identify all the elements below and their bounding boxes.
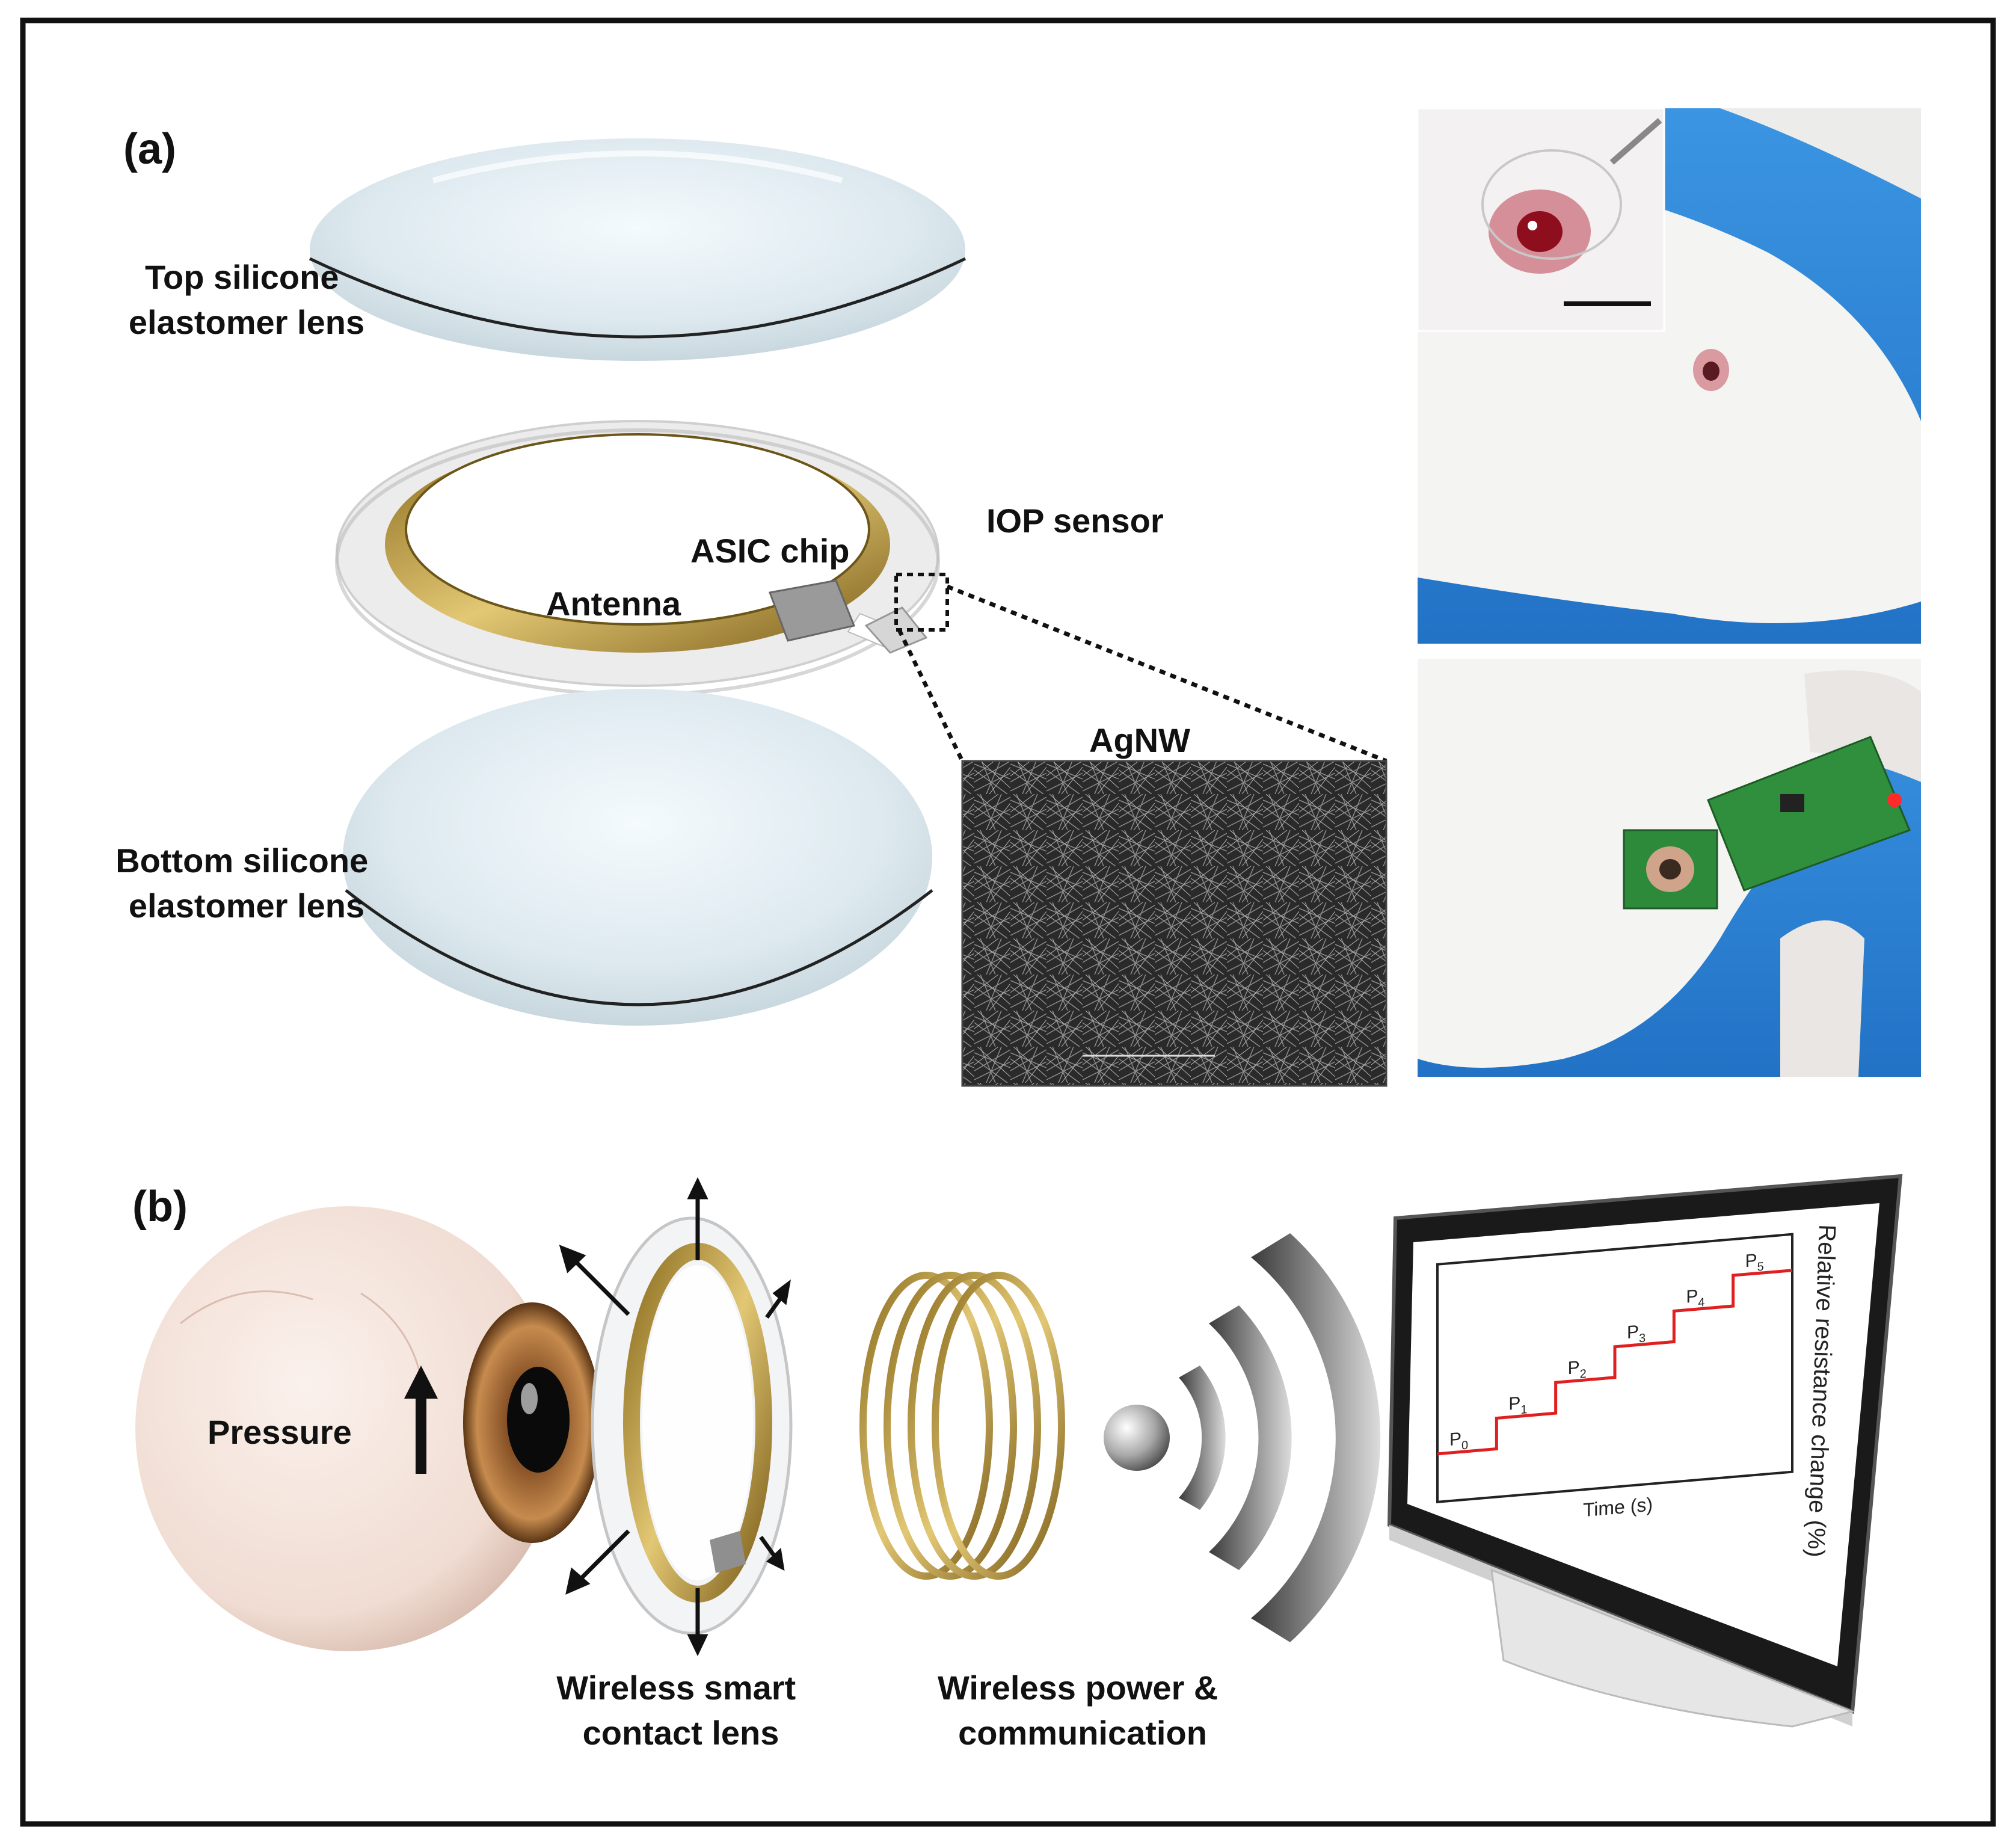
zoom-box bbox=[894, 573, 949, 632]
antenna-coils bbox=[859, 1272, 1065, 1580]
panel-b-label: (b) bbox=[132, 1183, 188, 1231]
zoom-line-right bbox=[946, 584, 1388, 763]
agnw-micrograph bbox=[961, 760, 1388, 1087]
chart-plot-area bbox=[1436, 1233, 1793, 1504]
iop-sensor-label: IOP sensor bbox=[986, 502, 1164, 540]
bottom-lens bbox=[343, 689, 933, 1026]
rabbit-photo-bottom bbox=[1418, 659, 1921, 1077]
agnw-label: AgNW bbox=[1089, 721, 1190, 759]
rabbit-photo-top bbox=[1416, 107, 1921, 644]
eyeball bbox=[135, 1206, 601, 1651]
wireless-power-label: Wireless power & communication bbox=[938, 1669, 1228, 1752]
pressure-label: Pressure bbox=[207, 1413, 352, 1451]
wireless-signal-icon bbox=[1104, 1233, 1381, 1642]
chart-series-line bbox=[1437, 1269, 1792, 1456]
top-lens-label: Top silicone elastomer lens bbox=[129, 258, 364, 341]
top-lens bbox=[309, 138, 967, 361]
bottom-lens-label: Bottom silicone elastomer lens bbox=[115, 842, 378, 925]
expansion-arrows bbox=[559, 1177, 791, 1657]
asic-chip bbox=[768, 579, 856, 642]
asic-chip-label: ASIC chip bbox=[690, 532, 849, 570]
zoom-line-left bbox=[897, 629, 965, 762]
antenna-label: Antenna bbox=[546, 585, 681, 623]
panel-a-label: (a) bbox=[123, 125, 176, 173]
monitor-icon bbox=[1387, 1174, 1903, 1728]
arrow-up-icon bbox=[404, 1366, 438, 1474]
smart-lens-label: Wireless smart contact lens bbox=[556, 1669, 805, 1752]
smart-contact-lens bbox=[591, 1216, 793, 1635]
antenna-ring bbox=[335, 420, 940, 697]
figure-frame bbox=[20, 17, 1996, 1827]
